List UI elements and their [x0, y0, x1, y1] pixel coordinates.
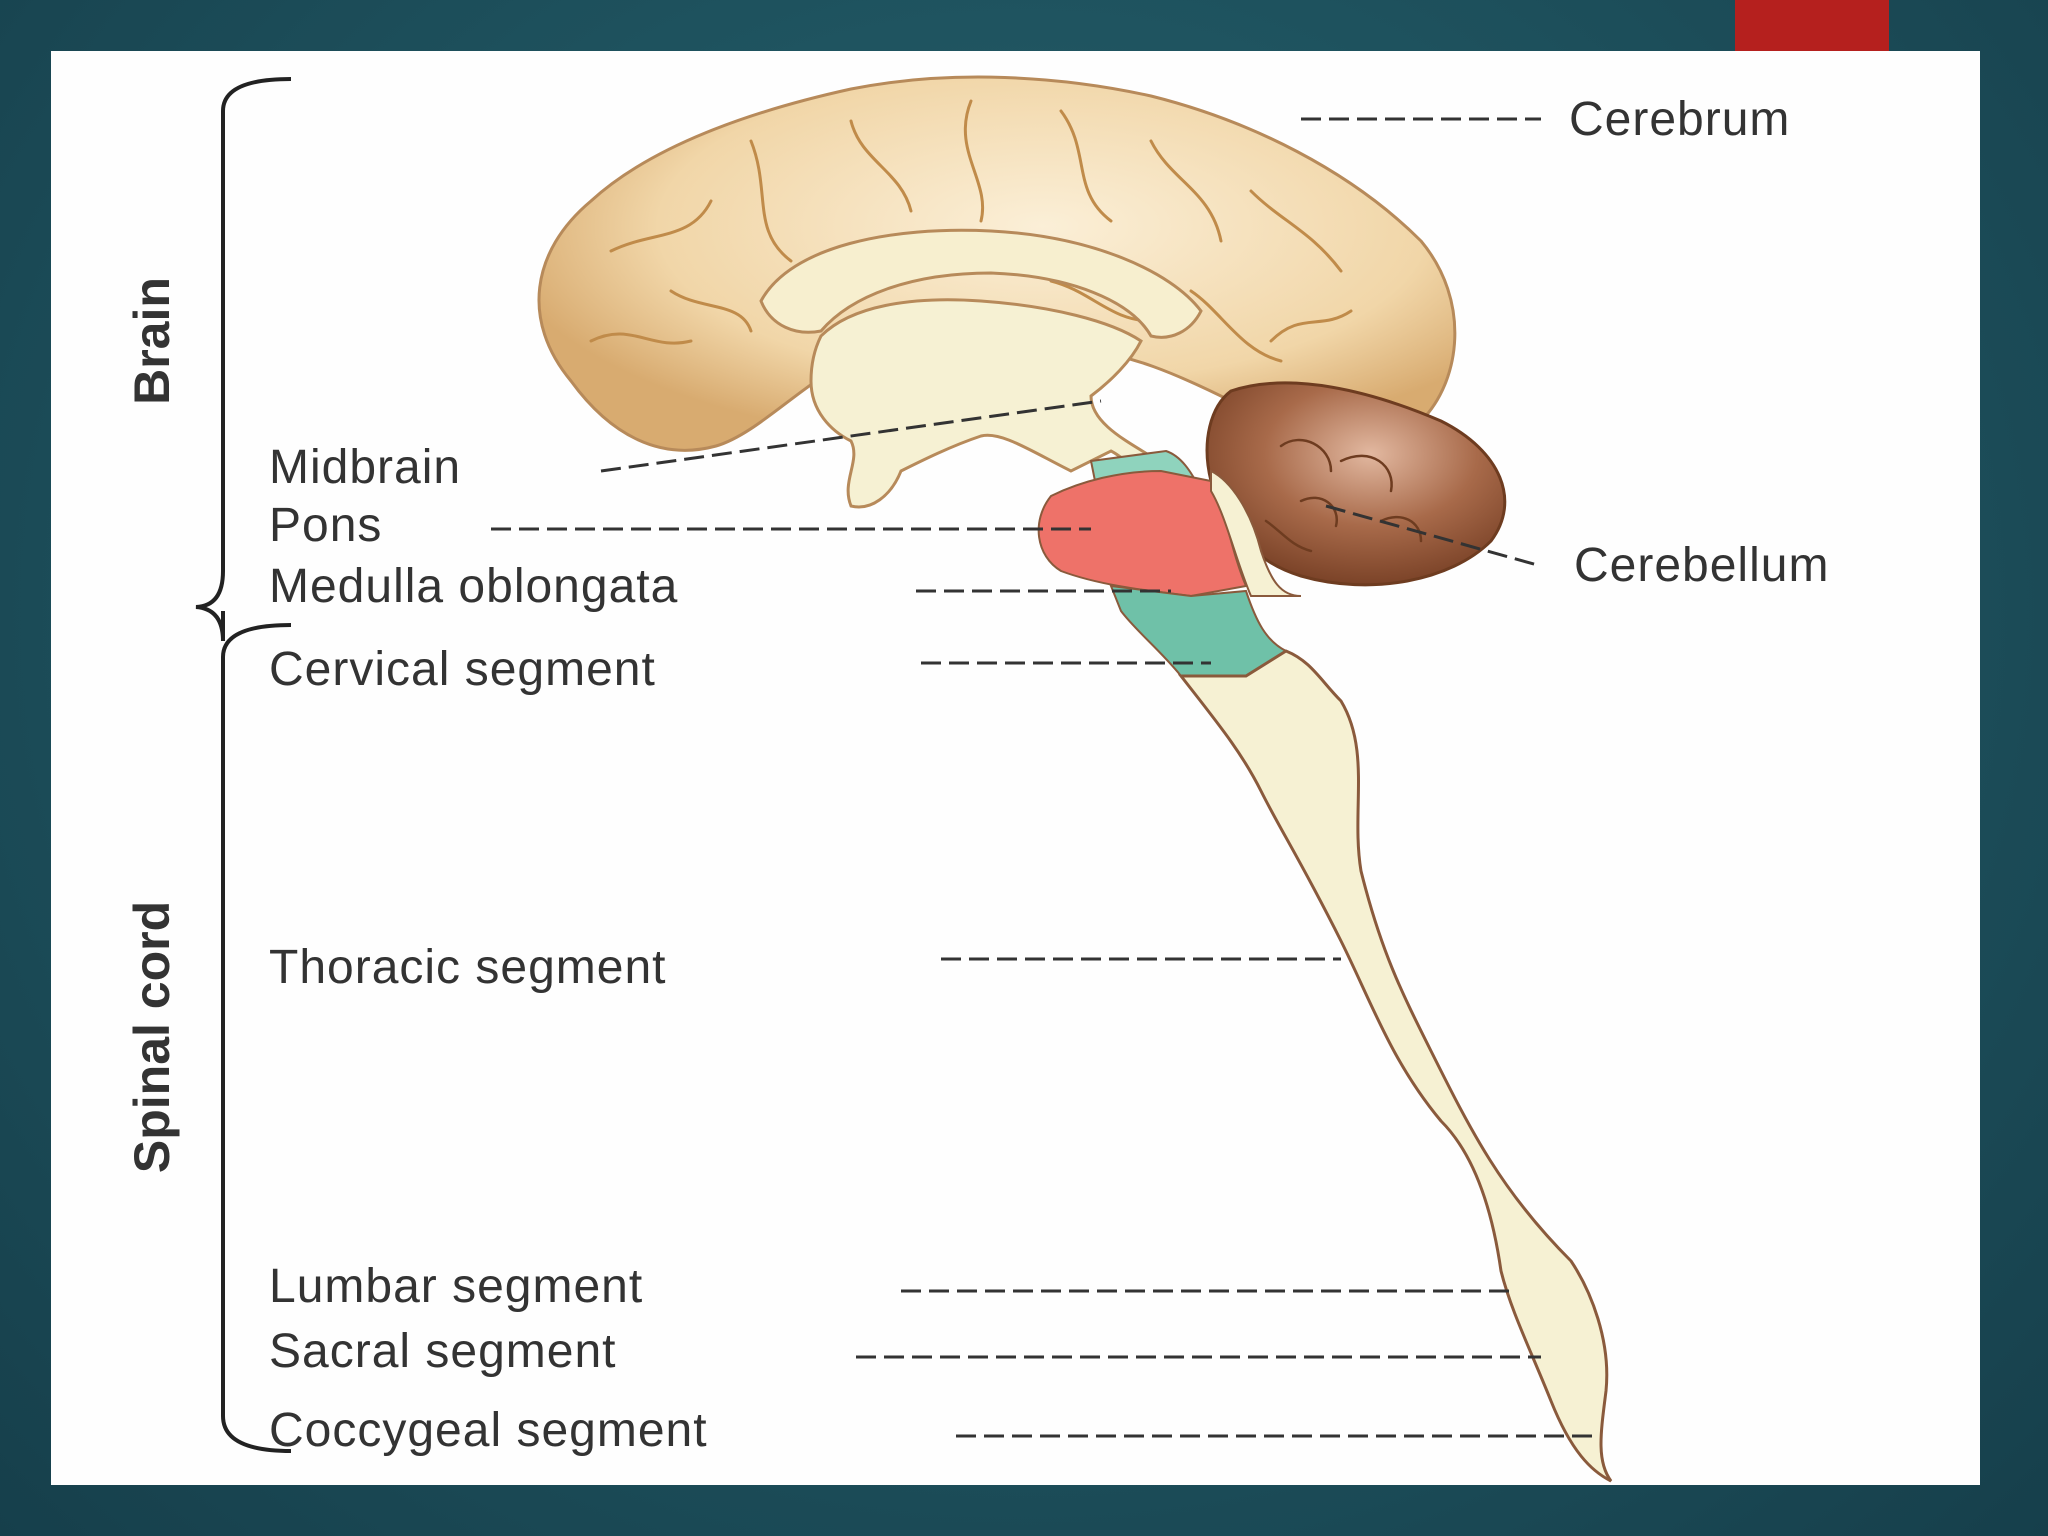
label-cerebrum: Cerebrum — [1569, 93, 1790, 146]
label-sacral: Sacral segment — [269, 1325, 617, 1378]
label-coccygeal: Coccygeal segment — [269, 1404, 708, 1457]
medulla-shape — [1109, 584, 1289, 677]
pons-sheath — [1210, 469, 1302, 597]
label-cervical: Cervical segment — [269, 643, 656, 696]
corpus-callosum — [759, 228, 1203, 339]
spinal-cord-bracket — [221, 623, 292, 1453]
label-midbrain: Midbrain — [269, 441, 461, 494]
spinal-cord-group-label: Spinal cord — [124, 901, 180, 1173]
spinal-cord-shape — [1177, 649, 1613, 1483]
leader-midbrain — [600, 399, 1102, 473]
label-lumbar: Lumbar segment — [269, 1260, 643, 1313]
brain-spinal-cord-diagram: Brain Spinal cord — [124, 75, 1829, 1483]
label-medulla: Medulla oblongata — [269, 560, 678, 613]
leader-cerebellum — [1325, 504, 1542, 568]
accent-tab — [1735, 0, 1889, 52]
diagram-panel: Brain Spinal cord — [51, 51, 1980, 1485]
leader-lines — [491, 117, 1596, 1438]
cerebellum-folia — [1264, 438, 1423, 553]
structure-labels: Cerebrum Cerebellum Midbrain Pons Medull… — [269, 93, 1829, 1457]
label-thoracic: Thoracic segment — [269, 941, 667, 994]
brain-bracket — [195, 77, 292, 642]
label-cerebellum: Cerebellum — [1574, 539, 1829, 592]
label-pons: Pons — [269, 499, 382, 552]
brain-group-label: Brain — [124, 277, 180, 405]
